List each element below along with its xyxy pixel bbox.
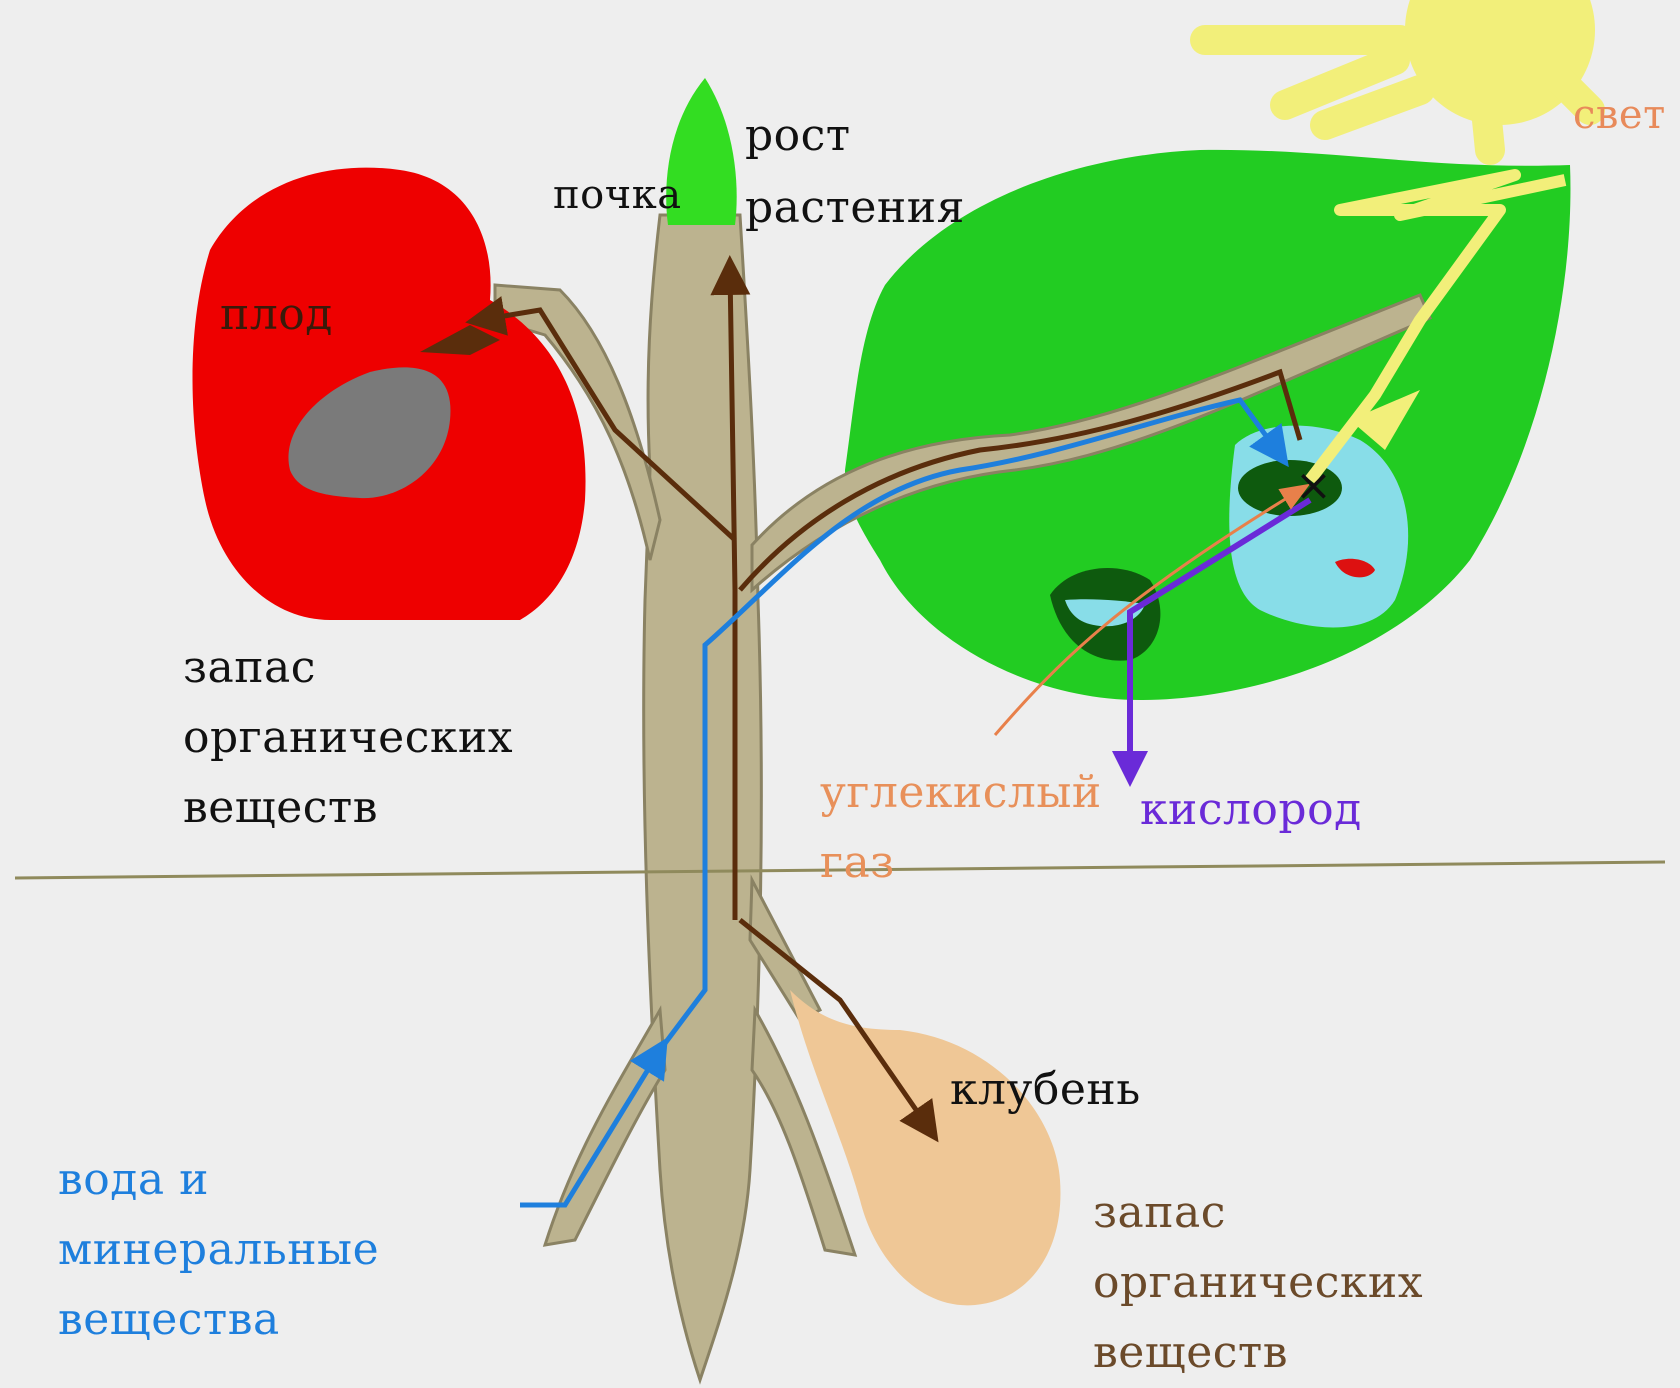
label-fruit: плод [220, 290, 333, 340]
fruit [193, 168, 586, 620]
label-oxygen: кислород [1140, 785, 1362, 835]
label-fruit-organic-storage: запас органических веществ [183, 633, 513, 843]
label-light: свет [1573, 90, 1666, 140]
sun [1205, 0, 1595, 150]
label-water-minerals: вода и минеральные вещества [58, 1145, 379, 1355]
svg-text:×: × [1295, 460, 1332, 511]
label-tuber: клубень [950, 1065, 1141, 1115]
label-plant-growth: рост растения [745, 100, 965, 244]
label-tuber-organic-storage: запас органических веществ [1093, 1178, 1423, 1388]
label-carbon-dioxide: углекислый газ [820, 758, 1102, 898]
tuber [790, 990, 1060, 1305]
label-bud: почка [553, 170, 682, 220]
